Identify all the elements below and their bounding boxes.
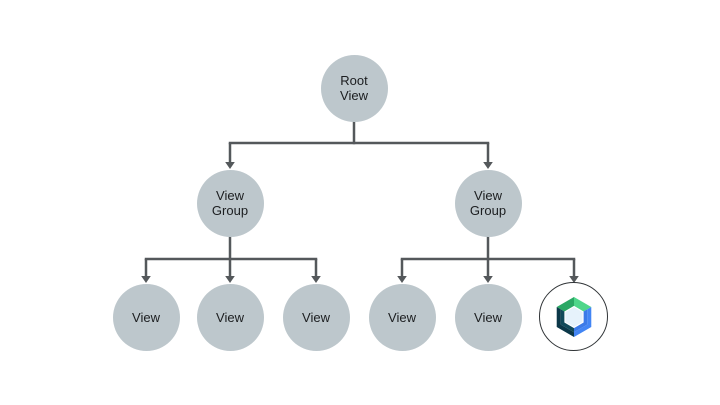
node-label: View bbox=[216, 309, 244, 325]
node-compose bbox=[539, 282, 608, 351]
edge-group-right-to-views bbox=[397, 236, 579, 283]
node-label: View bbox=[132, 309, 160, 325]
node-view-4: View bbox=[368, 283, 436, 351]
node-label: View bbox=[474, 309, 502, 325]
node-view-group-right: View Group bbox=[454, 169, 522, 237]
node-root-view: Root View bbox=[320, 54, 388, 122]
node-view-3: View bbox=[282, 283, 350, 351]
edge-root-to-groups bbox=[225, 120, 493, 169]
node-label: Root View bbox=[340, 73, 368, 103]
edge-group-left-to-views bbox=[141, 236, 321, 283]
node-view-1: View bbox=[112, 283, 180, 351]
node-view-5: View bbox=[454, 283, 522, 351]
node-view-2: View bbox=[196, 283, 264, 351]
node-label: View bbox=[302, 309, 330, 325]
jetpack-compose-logo-icon bbox=[556, 296, 591, 337]
node-label: View Group bbox=[211, 188, 249, 218]
node-view-group-left: View Group bbox=[196, 169, 264, 237]
node-label: View Group bbox=[469, 188, 507, 218]
node-label: View bbox=[388, 309, 416, 325]
